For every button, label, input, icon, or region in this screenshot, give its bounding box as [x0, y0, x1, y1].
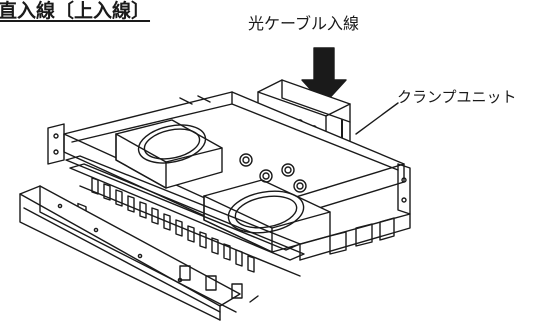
diagram-title: 直入線〔上入線〕	[0, 0, 151, 22]
down-arrow-icon	[301, 47, 347, 105]
clamp-unit-label: クランプユニット	[397, 88, 517, 106]
cable-entry-label: 光ケーブル入線	[248, 14, 360, 33]
splice-tray-left	[115, 119, 223, 189]
bottom-fixtures	[179, 265, 259, 303]
front-drawer	[19, 185, 241, 321]
grommets	[239, 153, 307, 193]
clamp-leader-line	[355, 102, 399, 135]
front-right-rail	[299, 213, 411, 261]
